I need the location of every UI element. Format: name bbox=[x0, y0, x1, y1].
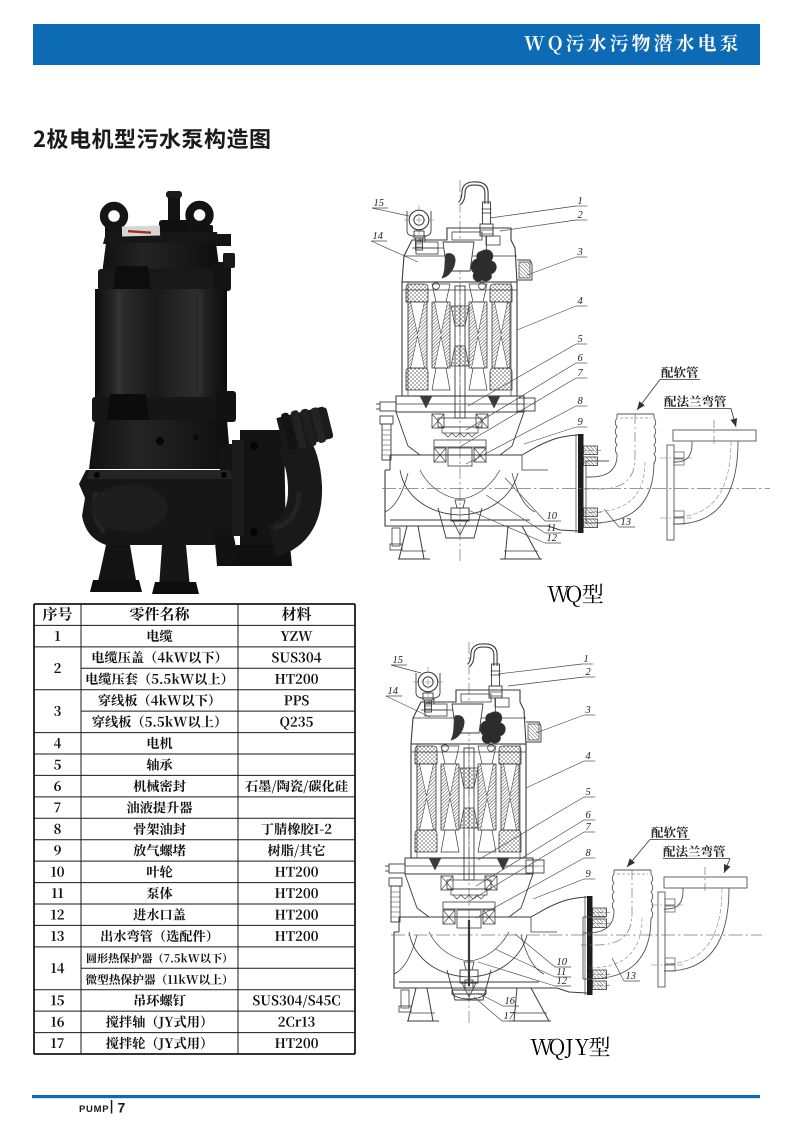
svg-text:10: 10 bbox=[557, 957, 568, 968]
svg-text:12: 12 bbox=[547, 533, 558, 544]
svg-text:14: 14 bbox=[373, 231, 384, 242]
svg-text:9: 9 bbox=[578, 417, 584, 428]
svg-text:15: 15 bbox=[374, 198, 385, 209]
svg-text:PUMP: PUMP bbox=[79, 1104, 109, 1115]
svg-text:8: 8 bbox=[586, 848, 592, 859]
svg-text:12: 12 bbox=[557, 976, 568, 987]
svg-text:7: 7 bbox=[118, 1100, 126, 1116]
svg-text:2: 2 bbox=[578, 210, 584, 221]
svg-text:7: 7 bbox=[578, 368, 584, 379]
svg-text:6: 6 bbox=[578, 353, 584, 364]
svg-text:4: 4 bbox=[578, 296, 584, 307]
svg-text:4: 4 bbox=[586, 751, 592, 762]
svg-text:17: 17 bbox=[504, 1011, 515, 1022]
svg-text:5: 5 bbox=[578, 334, 583, 345]
svg-text:3: 3 bbox=[577, 247, 583, 258]
svg-text:11: 11 bbox=[557, 967, 567, 978]
svg-text:13: 13 bbox=[626, 971, 637, 982]
svg-text:15: 15 bbox=[393, 655, 404, 666]
svg-text:16: 16 bbox=[505, 996, 516, 1007]
svg-text:6: 6 bbox=[586, 810, 592, 821]
svg-text:5: 5 bbox=[586, 787, 591, 798]
svg-text:14: 14 bbox=[388, 686, 399, 697]
svg-text:8: 8 bbox=[578, 396, 584, 407]
svg-text:3: 3 bbox=[585, 705, 591, 716]
svg-text:1: 1 bbox=[578, 196, 583, 207]
svg-text:10: 10 bbox=[547, 511, 558, 522]
svg-text:7: 7 bbox=[586, 822, 592, 833]
svg-text:2: 2 bbox=[586, 667, 592, 678]
svg-text:11: 11 bbox=[547, 523, 557, 534]
svg-text:9: 9 bbox=[586, 869, 592, 880]
svg-text:1: 1 bbox=[584, 654, 589, 665]
svg-text:13: 13 bbox=[621, 517, 632, 528]
